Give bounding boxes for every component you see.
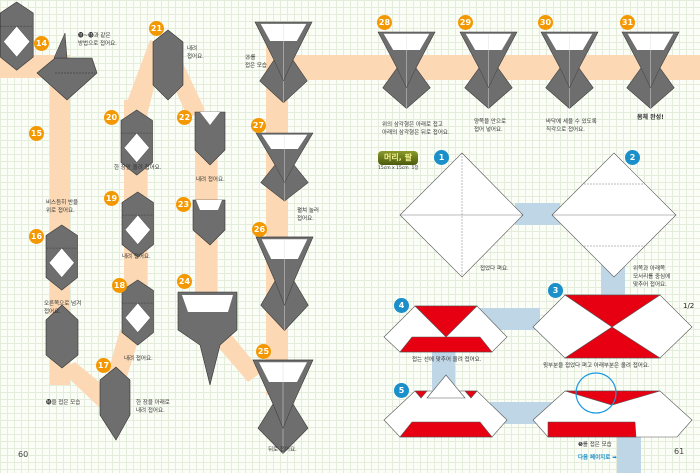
step-caption: 뒤로 접어요. <box>268 447 297 453</box>
model-step-24 <box>177 291 238 386</box>
step-caption: 윗부분을 접었다 펴고 아래부분은 올려 접어요. <box>543 363 650 369</box>
model-step-17 <box>99 366 131 441</box>
diagram-step-2 <box>551 152 677 278</box>
model-step-21 <box>152 29 184 101</box>
step-caption: 내려 접어요. <box>124 356 153 362</box>
model-step-16 <box>45 224 78 291</box>
step-number: 23 <box>176 197 191 212</box>
model-step-19 <box>121 191 154 258</box>
step-caption: ㉖를 접은 모습 <box>245 55 267 69</box>
step-number: 14 <box>34 36 49 51</box>
step-number: 25 <box>256 344 271 359</box>
completion-caption: 몸체 완성! <box>637 114 664 121</box>
diagram-step-1 <box>399 152 524 278</box>
step-number: 20 <box>104 110 119 125</box>
model-step-25 <box>252 359 314 455</box>
step-caption: 비스듬히 반을 위로 접어요. <box>46 200 79 214</box>
step-number: 26 <box>252 222 267 237</box>
page-number: 61 <box>674 447 685 456</box>
diagram-step-5 <box>383 374 508 438</box>
step-number: 30 <box>538 15 553 30</box>
model-step-18 <box>121 279 154 346</box>
step-number: 2 <box>625 150 640 165</box>
step-number: 27 <box>251 118 266 133</box>
step-caption: ⓰을 접은 모습 <box>46 400 81 406</box>
step-caption: 펼쳐 눌러 접어요. <box>297 208 319 222</box>
model-step-23 <box>192 199 226 246</box>
step-number: 3 <box>548 283 563 298</box>
step-caption: 접는 선에 맞추어 올려 접어요. <box>412 357 482 363</box>
step-caption: 한 장만 올려 접어요. <box>114 165 162 171</box>
page-number: 60 <box>18 450 29 459</box>
step-number: 19 <box>104 191 119 206</box>
step-number: 5 <box>394 383 409 398</box>
model-step-26 <box>255 236 314 332</box>
step-number: 15 <box>29 126 44 141</box>
step-number: 29 <box>458 15 473 30</box>
section-title: 머리, 팔 <box>378 151 418 165</box>
step-number: 28 <box>377 15 392 30</box>
diagram-step-3 <box>532 294 693 359</box>
model-step-14 <box>36 32 98 101</box>
model-step-15 <box>0 1 34 71</box>
half-mark: 1/2 <box>683 302 695 310</box>
step-number: 31 <box>620 15 635 30</box>
step-caption: 접었다 펴요. <box>480 266 509 272</box>
step-number: 18 <box>112 278 127 293</box>
step-number: 17 <box>96 358 111 373</box>
step-caption: 위의 삼각형은 아래로 접고 아래의 삼각형은 뒤로 접어요. <box>382 122 450 136</box>
step-caption: 내려 접어요. <box>196 177 225 183</box>
step-number: 22 <box>177 110 192 125</box>
step-number: 21 <box>149 21 164 36</box>
step-caption: 내려 접어요. <box>187 46 204 60</box>
model-step-27 <box>255 132 314 202</box>
step-caption: ❺를 접은 모습 <box>578 442 612 448</box>
step-number: 24 <box>177 274 192 289</box>
step-caption: 내려 접어요. <box>122 254 151 260</box>
model-step-22 <box>194 111 226 166</box>
step-caption: ⓫~⓭과 같은 방법으로 접어요. <box>78 33 117 47</box>
step-caption: 한 장을 아래로 내려 접어요. <box>136 400 170 414</box>
model-step-16-result <box>45 304 79 369</box>
step-caption: 바닥에 세울 수 있도록 직각으로 접어요. <box>546 119 597 133</box>
step-caption: 위쪽과 아래쪽 모서리를 중심에 맞추어 접어요. <box>633 266 671 288</box>
paper-size: 15cm x 15cm 1장 <box>378 166 419 171</box>
step-number: 1 <box>434 150 449 165</box>
step-caption: 양쪽을 안으로 접어 넣어요. <box>474 119 507 133</box>
step-number: 4 <box>394 298 409 313</box>
next-page-link[interactable]: 다음 페이지로 ➡ <box>578 455 617 461</box>
step-number: 16 <box>29 229 44 244</box>
diagram-step-5-result <box>532 372 693 438</box>
diagram-step-4 <box>383 305 508 353</box>
step-caption: 오른쪽으로 넘겨 접어요. <box>44 301 82 315</box>
